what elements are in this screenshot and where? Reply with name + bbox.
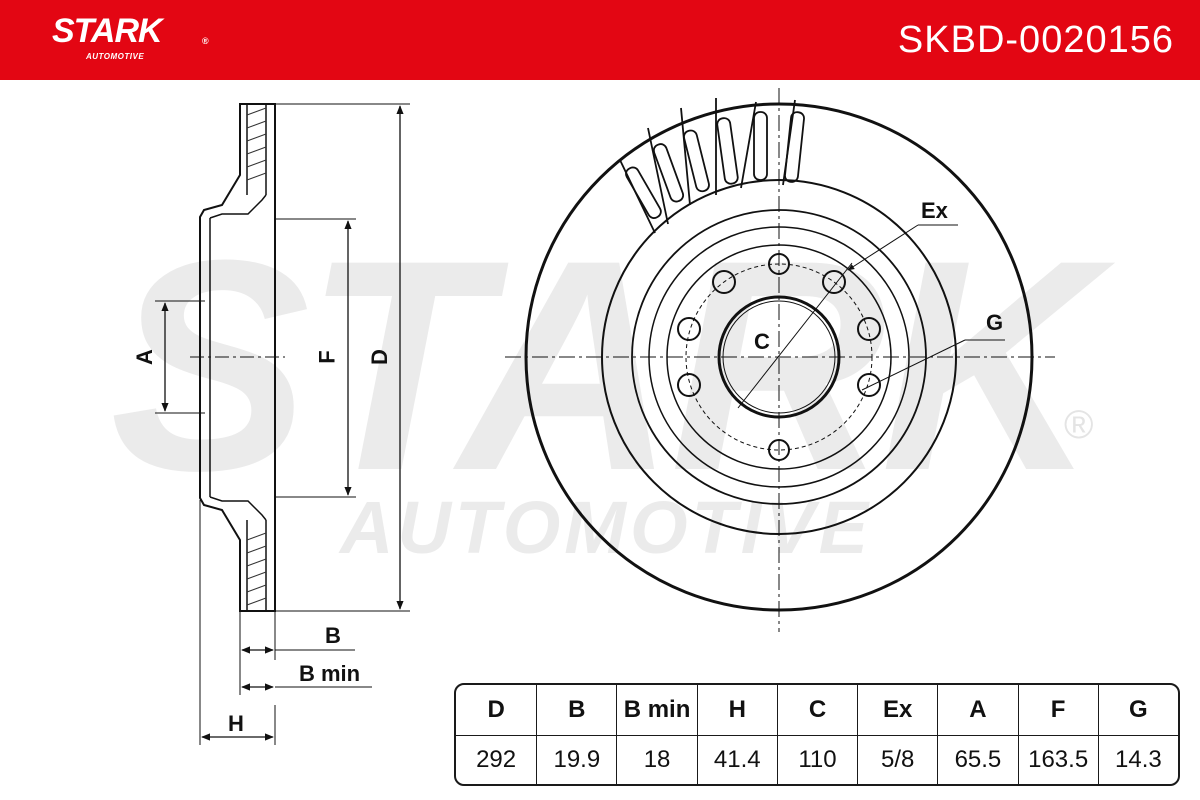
spec-value-D: 292 [476,746,517,773]
spec-header-F: F [1017,685,1098,736]
spec-header-A: A [937,685,1018,736]
spec-header-B-min: B min [616,685,697,736]
spec-header-H: H [696,685,777,736]
label-D: D [366,349,392,365]
label-B-min: B min [299,661,361,686]
watermark-registered-mark: ® [1064,403,1094,447]
front-view-vent-slots [619,98,805,234]
spec-header-B: B [536,685,617,736]
watermark-subtitle: AUTOMOTIVE [340,486,872,569]
front-view [505,88,1055,632]
spec-value-B: 19.9 [536,736,616,784]
label-B: B [325,623,341,648]
label-G: G [986,310,1004,335]
logo-registered-mark: ® [202,36,209,46]
leader-line-Ex [847,224,919,271]
part-number: SKBD-0020156 [897,19,1174,61]
label-F: F [314,350,340,364]
spec-value-A: 65.5 [937,736,1017,784]
side-view-outline [199,103,276,612]
side-view-vent-hatch-bottom [246,532,267,606]
spec-table: D B B min H C Ex A F G 292 19.9 18 41.4 … [454,683,1180,786]
label-H: H [228,711,244,736]
stark-logo: STARK ® AUTOMOTIVE [52,12,209,61]
spec-header-C: C [776,685,858,736]
leader-line-G [861,339,966,391]
spec-header-G: G [1097,685,1178,736]
spec-value-B-min: 18 [616,736,696,784]
side-view [155,103,410,745]
spec-table-header-row: D B B min H C Ex A F G [456,685,1178,736]
side-view-hat-inner-bottom [209,496,267,521]
spec-table-value-row: 292 19.9 18 41.4 110 5/8 65.5 163.5 14.3 [456,736,1178,784]
leader-line-C [737,262,853,409]
spec-value-H: 41.4 [696,736,777,784]
logo-brand: STARK [52,12,163,50]
label-C: C [754,329,770,354]
label-Ex: Ex [921,198,948,223]
logo-subtitle: AUTOMOTIVE [86,52,145,61]
spec-value-Ex: 5/8 [857,736,937,784]
spec-header-D: D [456,685,537,736]
header-bar: STARK ® AUTOMOTIVE SKBD-0020156 [0,0,1200,80]
side-view-vent-hatch-top [246,107,267,181]
spec-value-F: 163.5 [1017,736,1098,784]
spec-value-G: 14.3 [1097,736,1178,784]
side-view-hat-inner [209,194,267,219]
spec-header-Ex: Ex [857,685,938,736]
spec-value-C: 110 [776,736,857,784]
label-A: A [131,349,157,365]
